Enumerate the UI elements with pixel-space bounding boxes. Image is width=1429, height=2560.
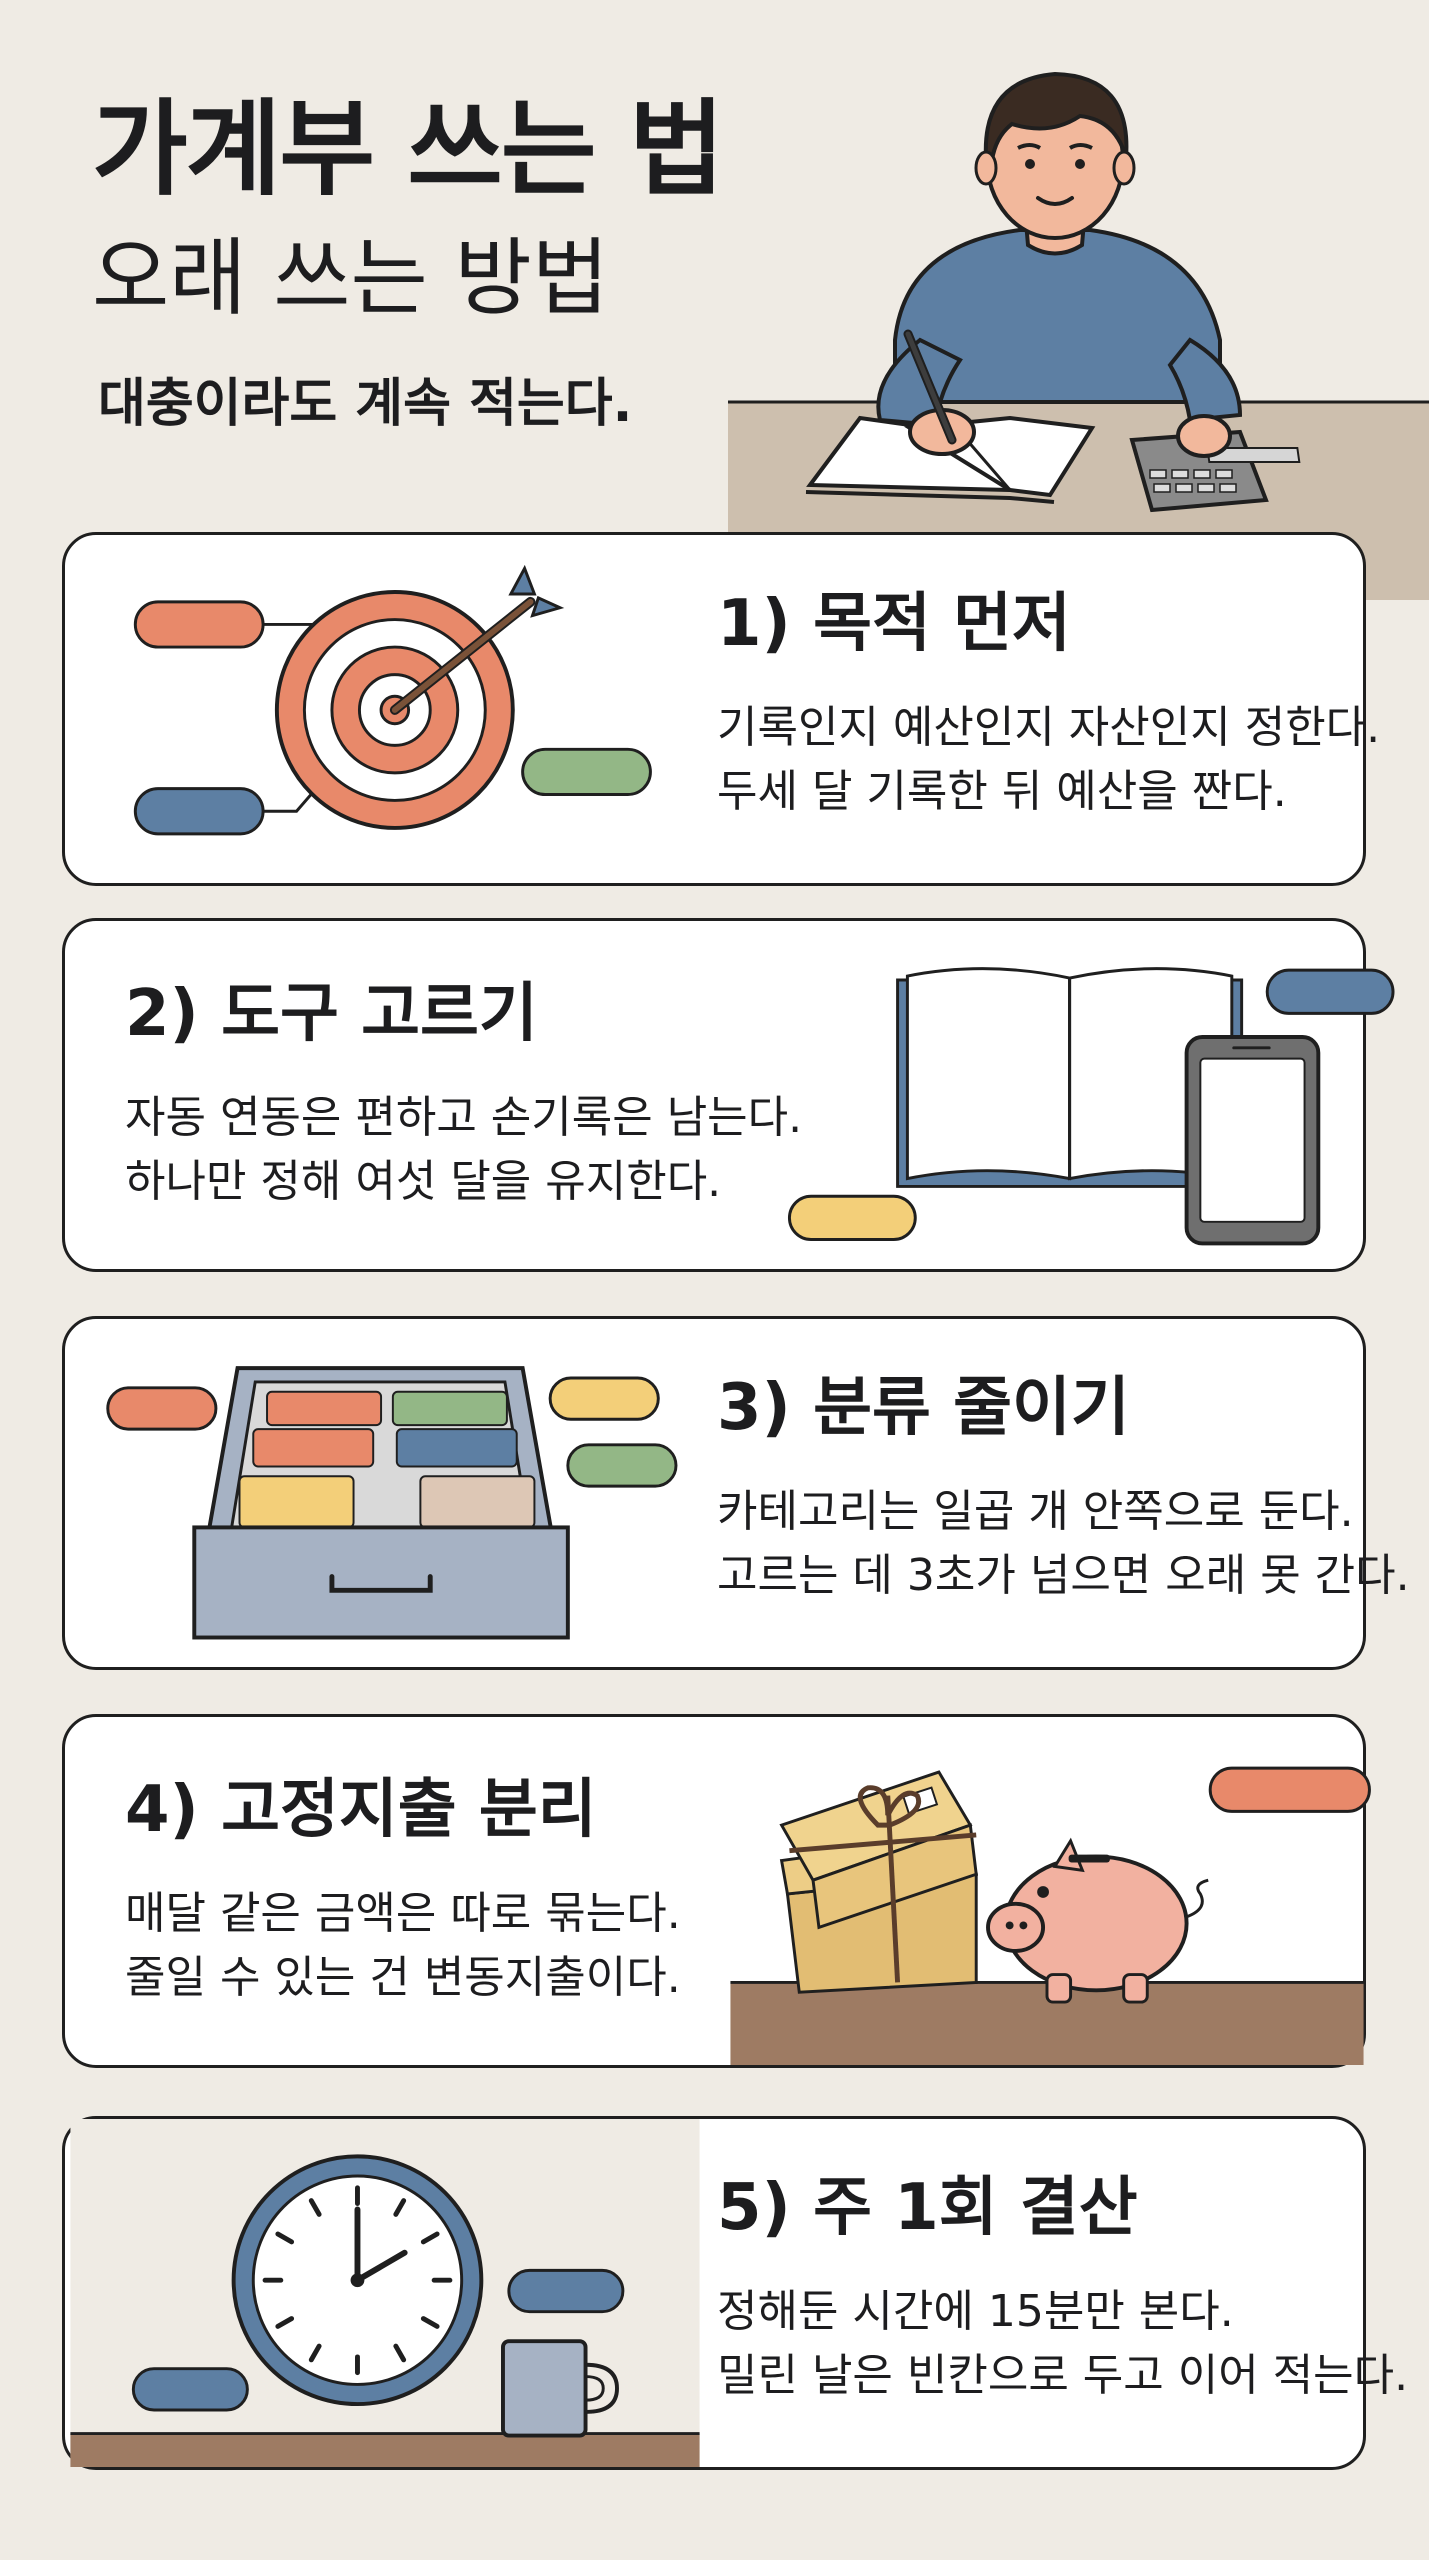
card-5-text: 5) 주 1회 결산 정해둔 시간에 15분만 본다. 밀린 날은 빈칸으로 두…: [717, 2171, 1409, 2408]
card-1-text: 1) 목적 먼저 기록인지 예산인지 자산인지 정한다. 두세 달 기록한 뒤 …: [717, 587, 1381, 824]
card-line: 밀린 날은 빈칸으로 두고 이어 적는다.: [717, 2349, 1409, 2401]
clock-and-mug-icon: [70, 2119, 700, 2467]
card-title: 2) 도구 고르기: [125, 977, 538, 1051]
page-subtitle: 오래 쓰는 방법: [92, 229, 610, 327]
card-2-text: 2) 도구 고르기 자동 연동은 편하고 손기록은 남는다. 하나만 정해 여섯…: [125, 977, 803, 1214]
card-line: 카테고리는 일곱 개 안쪽으로 둔다.: [717, 1486, 1354, 1538]
card-line: 매달 같은 금액은 따로 묶는다.: [125, 1888, 681, 1940]
page-tagline: 대충이라도 계속 적는다.: [98, 374, 633, 434]
card-line: 정해둔 시간에 15분만 본다.: [717, 2286, 1234, 2338]
card-title: 4) 고정지출 분리: [125, 1773, 597, 1847]
file-drawer-icon: [106, 1366, 678, 1640]
card-separate-fixed-expenses: 4) 고정지출 분리 매달 같은 금액은 따로 묶는다. 줄일 수 있는 건 변…: [62, 1714, 1371, 2068]
card-purpose-first: 1) 목적 먼저 기록인지 예산인지 자산인지 정한다. 두세 달 기록한 뒤 …: [62, 532, 1380, 886]
envelopes-and-piggy-bank-icon: [730, 1766, 1371, 2065]
card-title: 1) 목적 먼저: [717, 587, 1071, 661]
card-title: 5) 주 1회 결산: [717, 2171, 1138, 2245]
card-choose-tool: 2) 도구 고르기 자동 연동은 편하고 손기록은 남는다. 하나만 정해 여섯…: [62, 918, 1395, 1272]
card-line: 자동 연동은 편하고 손기록은 남는다.: [125, 1092, 803, 1144]
card-line: 기록인지 예산인지 자산인지 정한다.: [717, 702, 1381, 754]
notebook-and-phone-icon: [787, 967, 1395, 1246]
target-with-arrow-icon: [133, 564, 652, 836]
card-3-text: 3) 분류 줄이기 카테고리는 일곱 개 안쪽으로 둔다. 고르는 데 3초가 …: [717, 1371, 1410, 1608]
card-weekly-settlement: 5) 주 1회 결산 정해둔 시간에 15분만 본다. 밀린 날은 빈칸으로 두…: [62, 2116, 1408, 2470]
card-4-text: 4) 고정지출 분리 매달 같은 금액은 따로 묶는다. 줄일 수 있는 건 변…: [125, 1773, 681, 2010]
card-reduce-categories: 3) 분류 줄이기 카테고리는 일곱 개 안쪽으로 둔다. 고르는 데 3초가 …: [62, 1316, 1410, 1670]
card-line: 고르는 데 3초가 넘으면 오래 못 간다.: [717, 1549, 1410, 1601]
card-line: 두세 달 기록한 뒤 예산을 짠다.: [717, 765, 1287, 817]
card-title: 3) 분류 줄이기: [717, 1371, 1130, 1445]
card-line: 하나만 정해 여섯 달을 유지한다.: [125, 1155, 722, 1207]
person-writing-ledger-illustration: [728, 71, 1429, 600]
hero-section: 가계부 쓰는 법 오래 쓰는 방법 대충이라도 계속 적는다.: [0, 0, 1429, 600]
card-line: 줄일 수 있는 건 변동지출이다.: [125, 1951, 681, 2003]
page-title: 가계부 쓰는 법: [92, 88, 724, 210]
